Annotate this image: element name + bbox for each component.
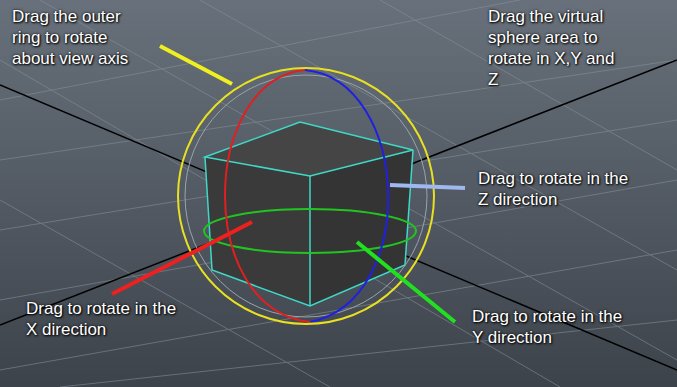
virtual-sphere — [185, 75, 427, 317]
callout-label: Drag to rotate in the X direction — [26, 298, 186, 340]
axis-lines — [0, 60, 677, 370]
leader-line — [390, 185, 465, 188]
leader-line — [112, 222, 252, 294]
leader-line — [357, 242, 455, 322]
leader-line — [160, 46, 232, 84]
callout-label: Drag the outer ring to rotate about view… — [12, 6, 148, 69]
z-ring — [305, 70, 388, 322]
view-ring — [178, 68, 434, 324]
x-ring — [225, 70, 310, 322]
callout-label: Drag to rotate in the Z direction — [478, 168, 638, 210]
callout-label: Drag to rotate in the Y direction — [472, 306, 632, 348]
callout-label: Drag the virtual sphere area to rotate i… — [488, 6, 622, 90]
